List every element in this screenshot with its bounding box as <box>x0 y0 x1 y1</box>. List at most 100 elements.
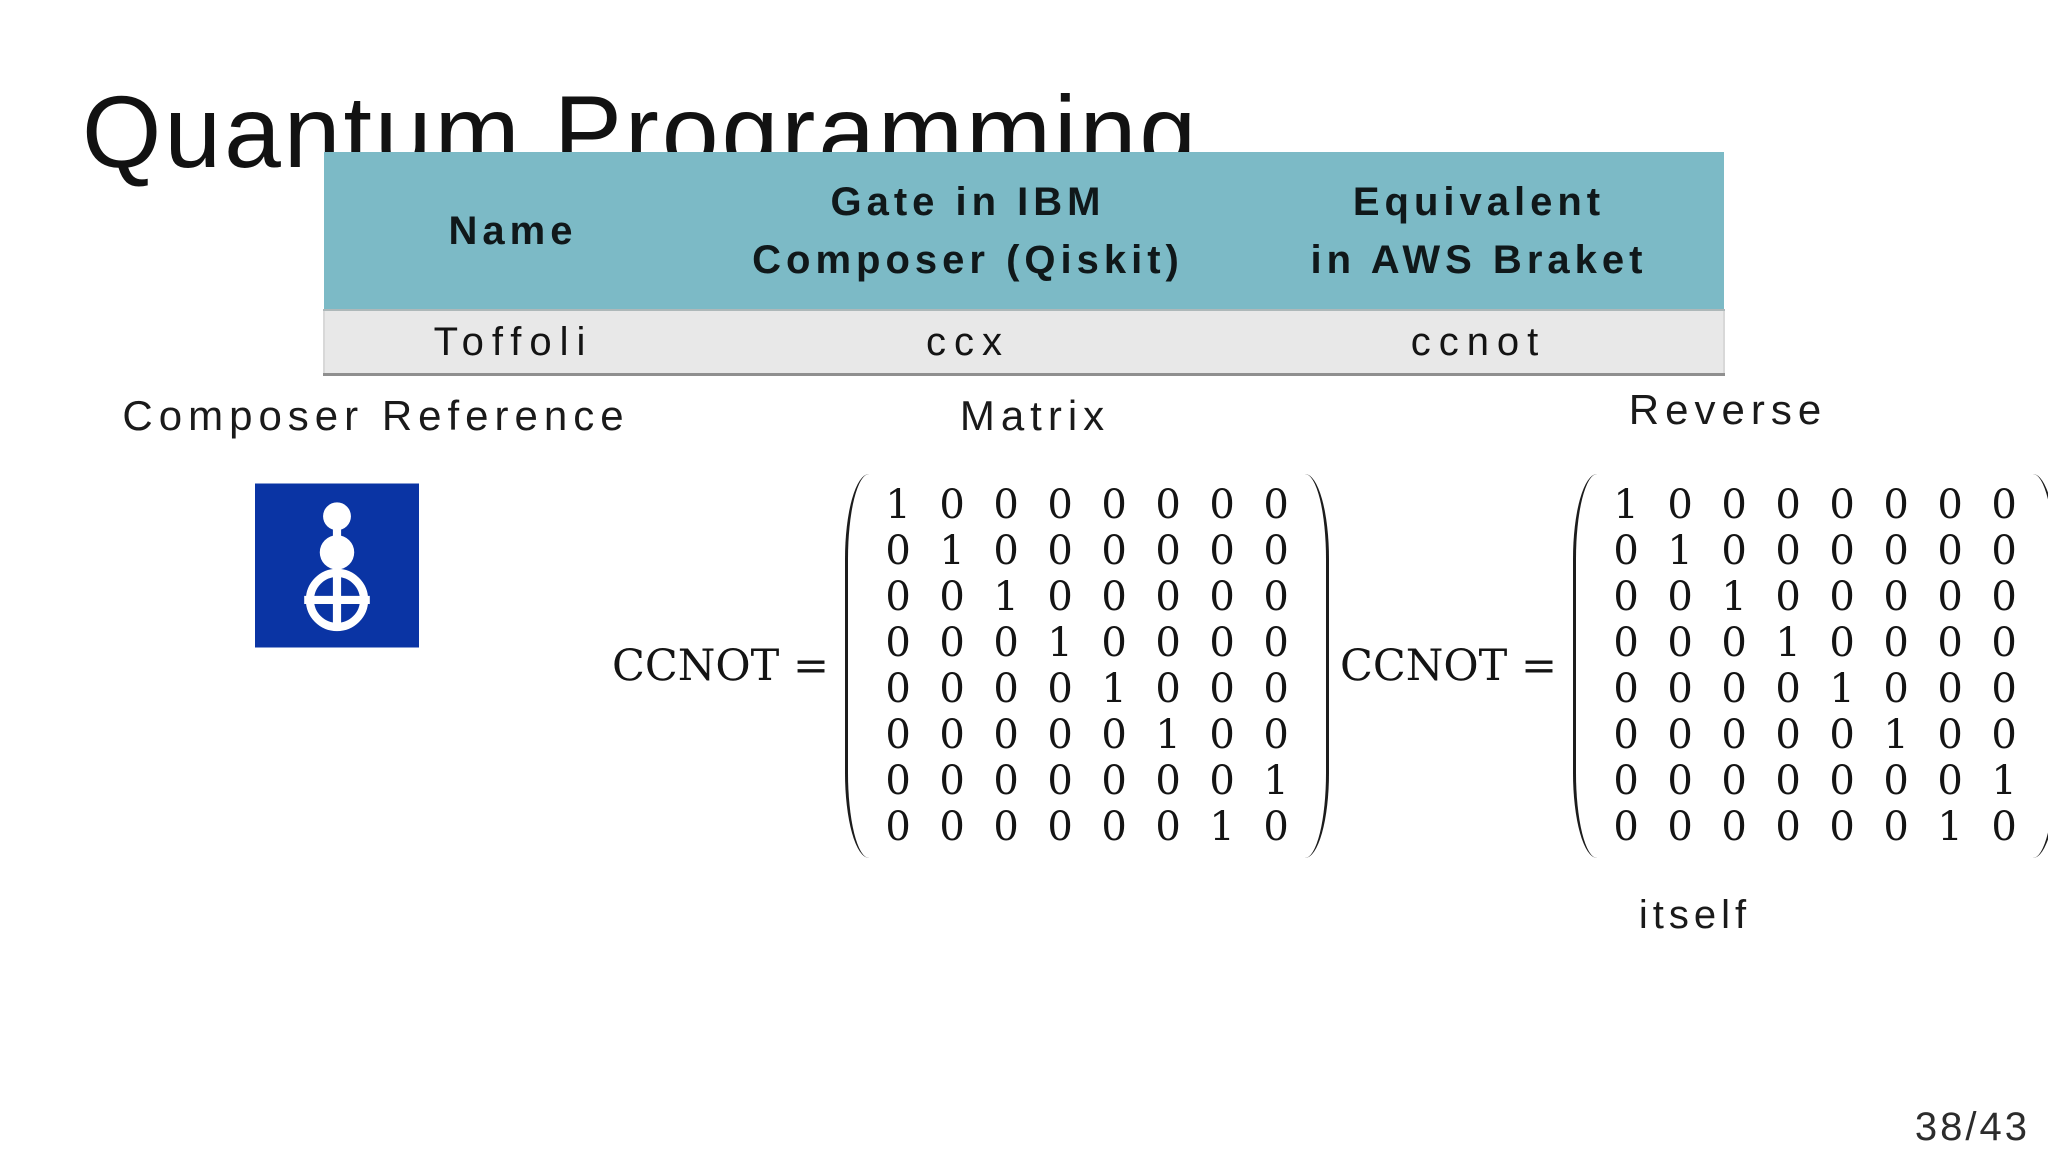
right-parenthesis <box>2033 474 2048 858</box>
matrix-cell: 0 <box>1209 528 1235 574</box>
matrix-cell: 0 <box>993 804 1019 850</box>
matrix-cell: 1 <box>1883 712 1909 758</box>
matrix-cell: 0 <box>1883 666 1909 712</box>
matrix-cell: 1 <box>1155 712 1181 758</box>
matrix-cell: 0 <box>1937 758 1963 804</box>
matrix-cell: 0 <box>1613 804 1639 850</box>
matrix-cell: 0 <box>1721 620 1747 666</box>
matrix-cell: 0 <box>1721 804 1747 850</box>
right-parenthesis <box>1305 474 1330 858</box>
matrix-cell: 0 <box>939 574 965 620</box>
matrix-cell: 0 <box>1829 758 1855 804</box>
matrix-cell: 0 <box>1209 482 1235 528</box>
matrix-cell: 0 <box>1991 482 2017 528</box>
toffoli-gate-glyph <box>255 483 419 648</box>
matrix-cell: 0 <box>1883 804 1909 850</box>
matrix-cell: 0 <box>1829 804 1855 850</box>
matrix-cell: 0 <box>1829 712 1855 758</box>
matrix-cell: 0 <box>1263 666 1289 712</box>
matrix-cell: 0 <box>1047 528 1073 574</box>
matrix-cell: 0 <box>1775 482 1801 528</box>
matrix-cell: 0 <box>1937 528 1963 574</box>
matrix-cell: 0 <box>1883 758 1909 804</box>
matrix-cell: 0 <box>1047 758 1073 804</box>
table-row: Toffoli ccx ccnot <box>323 310 1725 376</box>
matrix-cell: 0 <box>1263 482 1289 528</box>
matrix-cell: 0 <box>1991 620 2017 666</box>
matrix-cell: 0 <box>1155 482 1181 528</box>
matrix-cell: 0 <box>1101 804 1127 850</box>
matrix-cell: 0 <box>1937 620 1963 666</box>
matrix-cell: 0 <box>1883 574 1909 620</box>
matrix-cell: 0 <box>1263 574 1289 620</box>
matrix-cell: 0 <box>1263 804 1289 850</box>
matrix-cell: 1 <box>993 574 1019 620</box>
matrix-cell: 0 <box>1667 482 1693 528</box>
table-header-row: Name Gate in IBM Composer (Qiskit) Equiv… <box>324 152 1724 311</box>
matrix-cell: 1 <box>1829 666 1855 712</box>
matrix-cell: 0 <box>1263 620 1289 666</box>
matrix-cell: 0 <box>1155 758 1181 804</box>
matrix-cell: 0 <box>1721 528 1747 574</box>
matrix-cell: 0 <box>1155 666 1181 712</box>
matrix-cell: 0 <box>1155 620 1181 666</box>
matrix-cell: 0 <box>1775 712 1801 758</box>
matrix-cell: 0 <box>1667 712 1693 758</box>
matrix-cell: 1 <box>1209 804 1235 850</box>
matrix-cell: 1 <box>1667 528 1693 574</box>
matrix-cell: 0 <box>1775 666 1801 712</box>
matrix-cell: 0 <box>1263 712 1289 758</box>
matrix-cell: 1 <box>939 528 965 574</box>
matrix-cell: 0 <box>885 758 911 804</box>
matrix-cell: 1 <box>1613 482 1639 528</box>
reverse-itself-label: itself <box>1638 893 1752 937</box>
matrix-cell: 0 <box>939 758 965 804</box>
matrix-cell: 0 <box>1047 712 1073 758</box>
matrix-cell: 0 <box>1721 482 1747 528</box>
matrix-cell: 0 <box>1829 620 1855 666</box>
matrix-cell: 0 <box>1613 620 1639 666</box>
matrix-cell: 0 <box>1101 712 1127 758</box>
ccnot-equation-label: CCNOT = <box>612 641 830 691</box>
matrix-cell: 0 <box>1991 804 2017 850</box>
matrix-cell: 0 <box>1209 758 1235 804</box>
matrix-cell: 0 <box>1991 574 2017 620</box>
matrix-cell: 0 <box>1991 712 2017 758</box>
matrix-cell: 0 <box>1937 482 1963 528</box>
matrix-cell: 0 <box>1883 620 1909 666</box>
matrix-cell: 0 <box>1155 528 1181 574</box>
column-header-aws-braket: Equivalent in AWS Braket <box>1234 152 1724 311</box>
cell-braket-gate: ccnot <box>1234 310 1725 376</box>
matrix-cell: 0 <box>885 574 911 620</box>
matrix-cell: 0 <box>1613 712 1639 758</box>
matrix-cell: 0 <box>1101 758 1127 804</box>
composer-reference-label: Composer Reference <box>122 392 630 439</box>
reverse-label: Reverse <box>1628 386 1828 433</box>
matrix-cell: 0 <box>885 712 911 758</box>
matrix-cell: 1 <box>1721 574 1747 620</box>
matrix-cell: 0 <box>1047 482 1073 528</box>
matrix-label: Matrix <box>959 392 1111 439</box>
matrix-cell: 0 <box>1721 758 1747 804</box>
matrix-cell: 0 <box>885 528 911 574</box>
cell-gate-name: Toffoli <box>323 310 702 376</box>
matrix-cell: 0 <box>993 666 1019 712</box>
matrix-cell: 0 <box>1937 712 1963 758</box>
matrix-cell: 0 <box>1263 528 1289 574</box>
toffoli-gate-icon <box>255 483 419 648</box>
matrix-cell: 1 <box>1047 620 1073 666</box>
matrix-cell: 0 <box>1829 528 1855 574</box>
page-number: 38/43 <box>1914 1105 2030 1149</box>
left-parenthesis <box>845 474 869 858</box>
matrix-cell: 0 <box>993 712 1019 758</box>
matrix-cell: 0 <box>1667 758 1693 804</box>
matrix-cell: 0 <box>1667 620 1693 666</box>
left-parenthesis <box>1573 474 1597 858</box>
matrix-cell: 0 <box>1101 482 1127 528</box>
matrix-cell: 0 <box>1047 666 1073 712</box>
matrix-cell: 0 <box>1775 804 1801 850</box>
